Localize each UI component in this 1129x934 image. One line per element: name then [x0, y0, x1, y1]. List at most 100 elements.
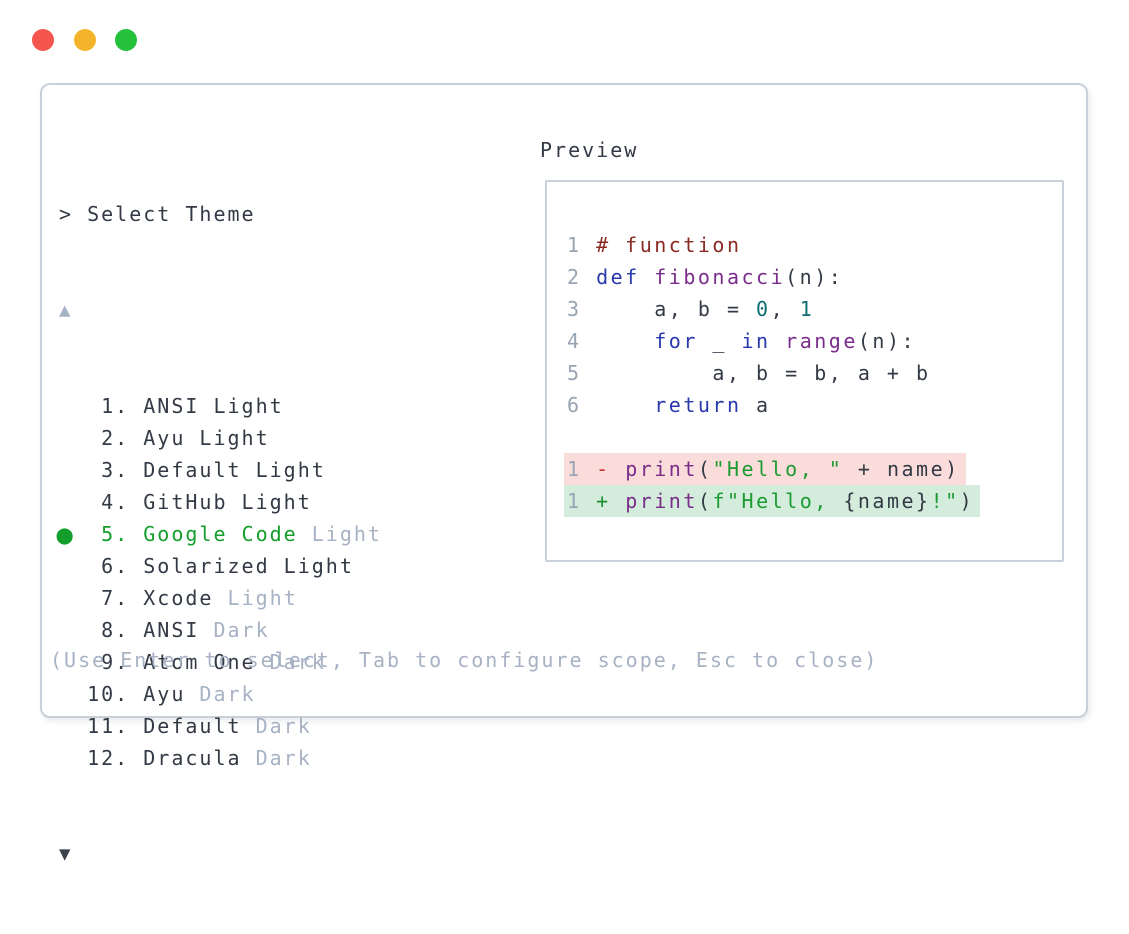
- theme-option-12[interactable]: 12. Dracula Dark: [59, 742, 382, 774]
- line-number: 1: [567, 233, 582, 257]
- minus-sign: -: [596, 457, 611, 481]
- theme-name: ANSI Light: [143, 394, 284, 418]
- theme-number: 3.: [73, 458, 144, 482]
- code-token: 1: [799, 297, 815, 321]
- code-line-3: 3 a, b = 0, 1: [567, 293, 1062, 325]
- line-number: 2: [567, 265, 582, 289]
- theme-option-5[interactable]: ● 5. Google Code Light: [57, 518, 382, 550]
- line-number: 4: [567, 329, 582, 353]
- theme-option-9[interactable]: 9. Atom One Dark: [59, 646, 382, 678]
- theme-name: Google Code: [143, 522, 298, 546]
- code-token: "Hello, ": [712, 457, 844, 481]
- code-token: 0: [756, 297, 771, 321]
- theme-variant: Dark: [241, 714, 312, 738]
- theme-number: 2.: [73, 426, 144, 450]
- theme-number: 6.: [73, 554, 144, 578]
- code-token: + name): [843, 457, 960, 481]
- theme-option-6[interactable]: 6. Solarized Light: [59, 550, 382, 582]
- theme-option-1[interactable]: 1. ANSI Light: [59, 390, 382, 422]
- theme-number: 12.: [73, 746, 144, 770]
- line-number: 5: [567, 361, 582, 385]
- theme-option-10[interactable]: 10. Ayu Dark: [59, 678, 382, 710]
- bullet-spacer: [59, 458, 73, 482]
- bullet-spacer: [59, 682, 73, 706]
- code-token: in: [741, 329, 771, 353]
- code-token: [771, 329, 786, 353]
- code-token: ): [959, 489, 975, 513]
- theme-option-2[interactable]: 2. Ayu Light: [59, 422, 382, 454]
- theme-selector: > Select Theme ▲ 1. ANSI Light 2. Ayu Li…: [57, 134, 382, 934]
- theme-number: 4.: [73, 490, 144, 514]
- theme-name: Solarized Light: [143, 554, 354, 578]
- theme-option-7[interactable]: 7. Xcode Light: [59, 582, 382, 614]
- bullet-spacer: [59, 554, 73, 578]
- scroll-down-icon[interactable]: ▼: [59, 843, 73, 865]
- code-token: # function: [596, 233, 742, 257]
- code-token: [596, 393, 654, 417]
- bullet-spacer: [59, 394, 73, 418]
- theme-variant: Dark: [185, 682, 256, 706]
- theme-number: 5.: [73, 522, 144, 546]
- line-number: 1: [567, 457, 582, 481]
- code-token: [596, 329, 654, 353]
- theme-variant: Light: [213, 586, 298, 610]
- code-token: !": [930, 489, 960, 513]
- theme-picker-dialog: > Select Theme ▲ 1. ANSI Light 2. Ayu Li…: [40, 83, 1088, 865]
- code-token: a: [741, 393, 771, 417]
- code-line-2: 2 def fibonacci(n):: [567, 261, 1062, 293]
- code-token: (n):: [785, 265, 844, 289]
- code-line-5: 5 a, b = b, a + b: [567, 357, 1062, 389]
- code-line-6: 6 return a: [567, 389, 1062, 421]
- keyboard-hint: (Use Enter to select, Tab to configure s…: [50, 648, 879, 672]
- blank-line: [567, 421, 1062, 453]
- theme-name: Default: [143, 714, 242, 738]
- theme-number: 11.: [73, 714, 144, 738]
- preview-title: Preview: [540, 138, 639, 162]
- minimize-window-icon[interactable]: [74, 29, 96, 51]
- bullet-spacer: [59, 490, 73, 514]
- theme-name: Dracula: [143, 746, 242, 770]
- theme-number: 10.: [73, 682, 144, 706]
- theme-name: Xcode: [143, 586, 214, 610]
- theme-name: Default Light: [143, 458, 326, 482]
- scroll-up-icon[interactable]: ▲: [59, 299, 73, 321]
- theme-variant: Dark: [199, 618, 270, 642]
- code-token: range: [785, 329, 858, 353]
- line-number: 1: [567, 489, 582, 513]
- bullet-spacer: [59, 746, 73, 770]
- theme-option-11[interactable]: 11. Default Dark: [59, 710, 382, 742]
- diff-highlight-added: 1 + print(f"Hello, {name}!"): [564, 485, 981, 517]
- line-number: 6: [567, 393, 582, 417]
- maximize-window-icon[interactable]: [115, 29, 137, 51]
- theme-name: Atom One: [143, 650, 256, 674]
- code-token: (: [697, 457, 713, 481]
- window-controls: [32, 29, 172, 51]
- line-number: 3: [567, 297, 582, 321]
- plus-sign: +: [596, 489, 611, 513]
- diff-line-added: 1 + print(f"Hello, {name}!"): [564, 485, 1062, 517]
- theme-number: 7.: [73, 586, 144, 610]
- code-token: print: [625, 489, 698, 513]
- theme-name: ANSI: [143, 618, 200, 642]
- code-token: f"Hello,: [712, 489, 844, 513]
- code-token: def: [596, 265, 640, 289]
- code-token: (: [697, 489, 713, 513]
- theme-option-3[interactable]: 3. Default Light: [59, 454, 382, 486]
- diff-highlight-removed: 1 - print("Hello, " + name): [564, 453, 966, 485]
- code-token: print: [625, 457, 698, 481]
- close-window-icon[interactable]: [32, 29, 54, 51]
- theme-variant: Light: [297, 522, 382, 546]
- bullet-spacer: [59, 426, 73, 450]
- theme-option-4[interactable]: 4. GitHub Light: [59, 486, 382, 518]
- code-token: {name}: [843, 489, 931, 513]
- bullet-spacer: [59, 714, 73, 738]
- diff-sample: 1 - print("Hello, " + name)1 + print(f"H…: [564, 453, 1062, 517]
- theme-option-8[interactable]: 8. ANSI Dark: [59, 614, 382, 646]
- select-theme-prompt: > Select Theme: [59, 202, 256, 226]
- theme-name: Ayu: [143, 682, 186, 706]
- code-token: a, b = b, a + b: [596, 361, 931, 385]
- bullet-spacer: [59, 618, 73, 642]
- code-token: fibonacci: [654, 265, 786, 289]
